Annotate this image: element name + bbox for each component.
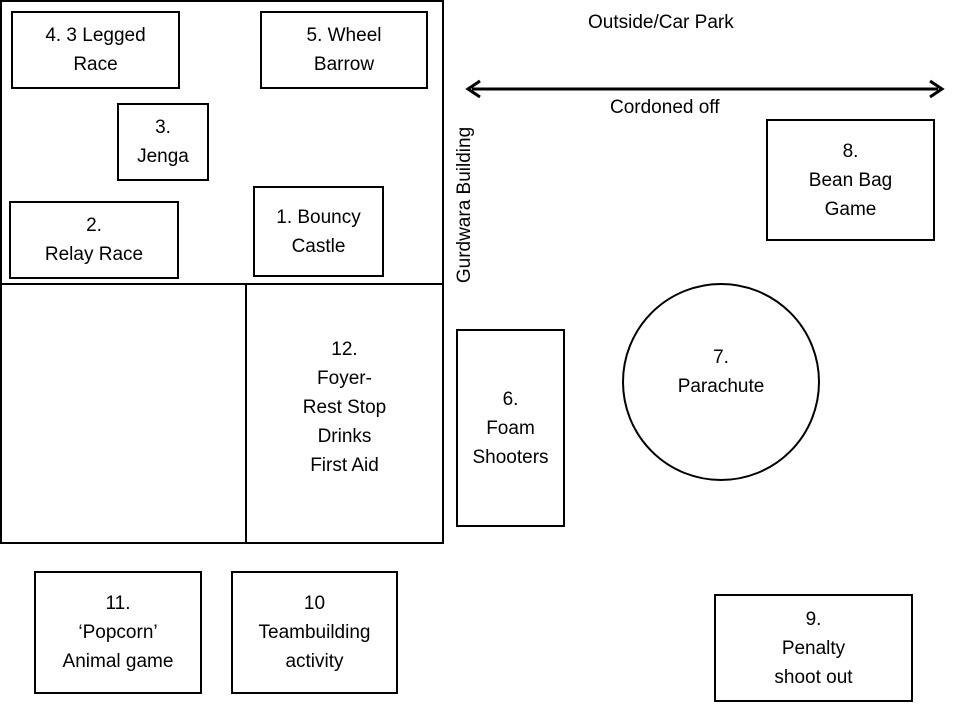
station-text-line: 2. [86, 215, 102, 236]
station-text-line: Race [73, 54, 118, 75]
station-text-line: 11. [105, 593, 131, 614]
station-3-jenga: 3. Jenga [117, 103, 209, 181]
station-2-relay-race: 2. Relay Race [9, 201, 179, 279]
station-6-foam-shooters: 6. Foam Shooters [456, 329, 565, 527]
station-text-line: activity [285, 651, 344, 672]
station-text-line: First Aid [310, 455, 379, 476]
station-text-line: 12. [331, 339, 358, 360]
station-1-bouncy-castle: 1. Bouncy Castle [253, 186, 384, 277]
station-text-line: Parachute [677, 376, 765, 397]
station-text-line: Barrow [313, 54, 375, 75]
station-text-line: Teambuilding [258, 622, 371, 643]
station-text-line: Penalty [781, 637, 846, 659]
station-text-line: 8. [842, 140, 859, 162]
station-text-line: Bean Bag [808, 169, 893, 191]
station-text-line: 7. [713, 347, 729, 368]
station-text-line: 6. [502, 388, 519, 410]
station-text-line: Drinks [317, 426, 372, 447]
station-text-line: 1. Bouncy [276, 206, 361, 228]
cordon-arrow [465, 79, 945, 99]
station-9-penalty-shoot-out: 9. Penalty shoot out [714, 594, 913, 702]
station-text-line: Foam [486, 417, 535, 439]
station-text-line: Castle [291, 235, 346, 257]
station-text-line: shoot out [774, 666, 853, 688]
station-text-line: Game [824, 198, 877, 220]
station-text-line: Foyer- [317, 368, 372, 389]
gurdwara-building-label: Gurdwara Building [454, 126, 475, 284]
station-text-line: ‘Popcorn’ [78, 622, 158, 643]
station-text-line: Shooters [472, 446, 549, 468]
building-divider-horizontal [0, 283, 444, 285]
station-text-line: 10 [303, 593, 326, 614]
cordoned-off-label: Cordoned off [610, 97, 720, 118]
station-4-three-legged-race: 4. 3 Legged Race [11, 11, 180, 89]
station-text-line: Rest Stop [302, 397, 387, 418]
building-outline [0, 0, 444, 544]
station-text-line: 3. [155, 117, 171, 138]
outside-car-park-label: Outside/Car Park [588, 12, 734, 33]
station-text-line: Animal game [62, 651, 174, 672]
station-text-line: 9. [805, 608, 822, 630]
building-divider-vertical [245, 283, 247, 543]
station-12-foyer: 12. Foyer- Rest Stop Drinks First Aid [247, 335, 442, 480]
station-7-parachute: 7. Parachute [622, 283, 820, 481]
station-5-wheel-barrow: 5. Wheel Barrow [260, 11, 428, 89]
station-11-popcorn-animal-game: 11. ‘Popcorn’ Animal game [34, 571, 202, 694]
station-text-line: 5. Wheel [306, 25, 382, 46]
station-text-line: Relay Race [44, 244, 144, 265]
station-8-bean-bag-game: 8. Bean Bag Game [766, 119, 935, 241]
station-10-teambuilding-activity: 10 Teambuilding activity [231, 571, 398, 694]
station-text-line: 4. 3 Legged [45, 25, 146, 46]
station-text-line: Jenga [137, 146, 189, 167]
